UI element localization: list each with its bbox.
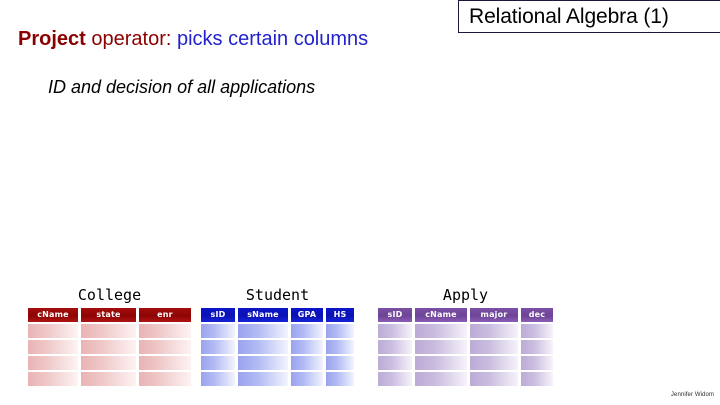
table-cell: [470, 340, 518, 354]
table-row: [378, 324, 553, 338]
column-header-sid[interactable]: sID: [201, 308, 235, 322]
column-header-sname[interactable]: sName: [238, 308, 288, 322]
column-header-sid[interactable]: sID: [378, 308, 412, 322]
table-cell: [521, 372, 553, 386]
table-row: [28, 372, 191, 386]
table-cell: [238, 372, 288, 386]
page-title: Relational Algebra (1): [469, 5, 669, 28]
bullet-keyword-rest: operator:: [85, 28, 172, 50]
table-cell: [81, 340, 136, 354]
author-credit: Jennifer Widom: [670, 392, 714, 398]
table-row: [28, 356, 191, 370]
table-row: [28, 324, 191, 338]
table-cell: [378, 340, 412, 354]
table-cell: [201, 372, 235, 386]
column-header-gpa[interactable]: GPA: [291, 308, 323, 322]
table-cell: [201, 340, 235, 354]
slide-title-box: Relational Algebra (1): [458, 0, 720, 33]
table-row: [201, 356, 354, 370]
table-row: [378, 356, 553, 370]
table-cell: [415, 372, 467, 386]
table-cell: [291, 372, 323, 386]
table-cell: [378, 356, 412, 370]
bullet-project-operator: Project operator: picks certain columns: [18, 25, 368, 53]
column-header-major[interactable]: major: [470, 308, 518, 322]
table-cell: [238, 356, 288, 370]
table-cell: [415, 340, 467, 354]
table-cell: [326, 340, 354, 354]
table-cell: [470, 372, 518, 386]
table-cell: [291, 340, 323, 354]
table-cell: [521, 356, 553, 370]
table-cell: [378, 372, 412, 386]
table-cell: [28, 324, 78, 338]
table-cell: [201, 324, 235, 338]
table-cell: [81, 372, 136, 386]
table-cell: [326, 324, 354, 338]
bullet-description: picks certain columns: [171, 28, 369, 50]
table-cell: [139, 324, 191, 338]
table-cell: [81, 356, 136, 370]
column-header-hs[interactable]: HS: [326, 308, 354, 322]
table-row: [201, 340, 354, 354]
table-cell: [238, 340, 288, 354]
table-cell: [81, 324, 136, 338]
table-name-label: Apply: [442, 286, 489, 304]
table-row: [378, 340, 553, 354]
table-row: [201, 324, 354, 338]
table-cell: [28, 340, 78, 354]
table-cell: [326, 356, 354, 370]
table-row: [378, 372, 553, 386]
table-cell: [521, 324, 553, 338]
table-cell: [139, 372, 191, 386]
table-cell: [291, 356, 323, 370]
column-header-dec[interactable]: dec: [521, 308, 553, 322]
table-cell: [139, 356, 191, 370]
table-cell: [28, 372, 78, 386]
table-name-label: College: [77, 286, 142, 304]
table-row: [201, 372, 354, 386]
column-header-cname[interactable]: cName: [415, 308, 467, 322]
table-cell: [521, 340, 553, 354]
table-cell: [201, 356, 235, 370]
bullet-sub-example: ID and decision of all applications: [48, 77, 316, 97]
table-cell: [415, 356, 467, 370]
table-row: [28, 340, 191, 354]
bullet-keyword-bold: Project: [18, 28, 86, 50]
column-header-cname[interactable]: cName: [28, 308, 78, 322]
table-cell: [28, 356, 78, 370]
table-cell: [378, 324, 412, 338]
table-cell: [470, 324, 518, 338]
column-header-state[interactable]: state: [81, 308, 136, 322]
table-cell: [326, 372, 354, 386]
table-cell: [470, 356, 518, 370]
table-cell: [291, 324, 323, 338]
column-header-enr[interactable]: enr: [139, 308, 191, 322]
table-cell: [139, 340, 191, 354]
table-name-label: Student: [245, 286, 310, 304]
table-cell: [415, 324, 467, 338]
table-cell: [238, 324, 288, 338]
